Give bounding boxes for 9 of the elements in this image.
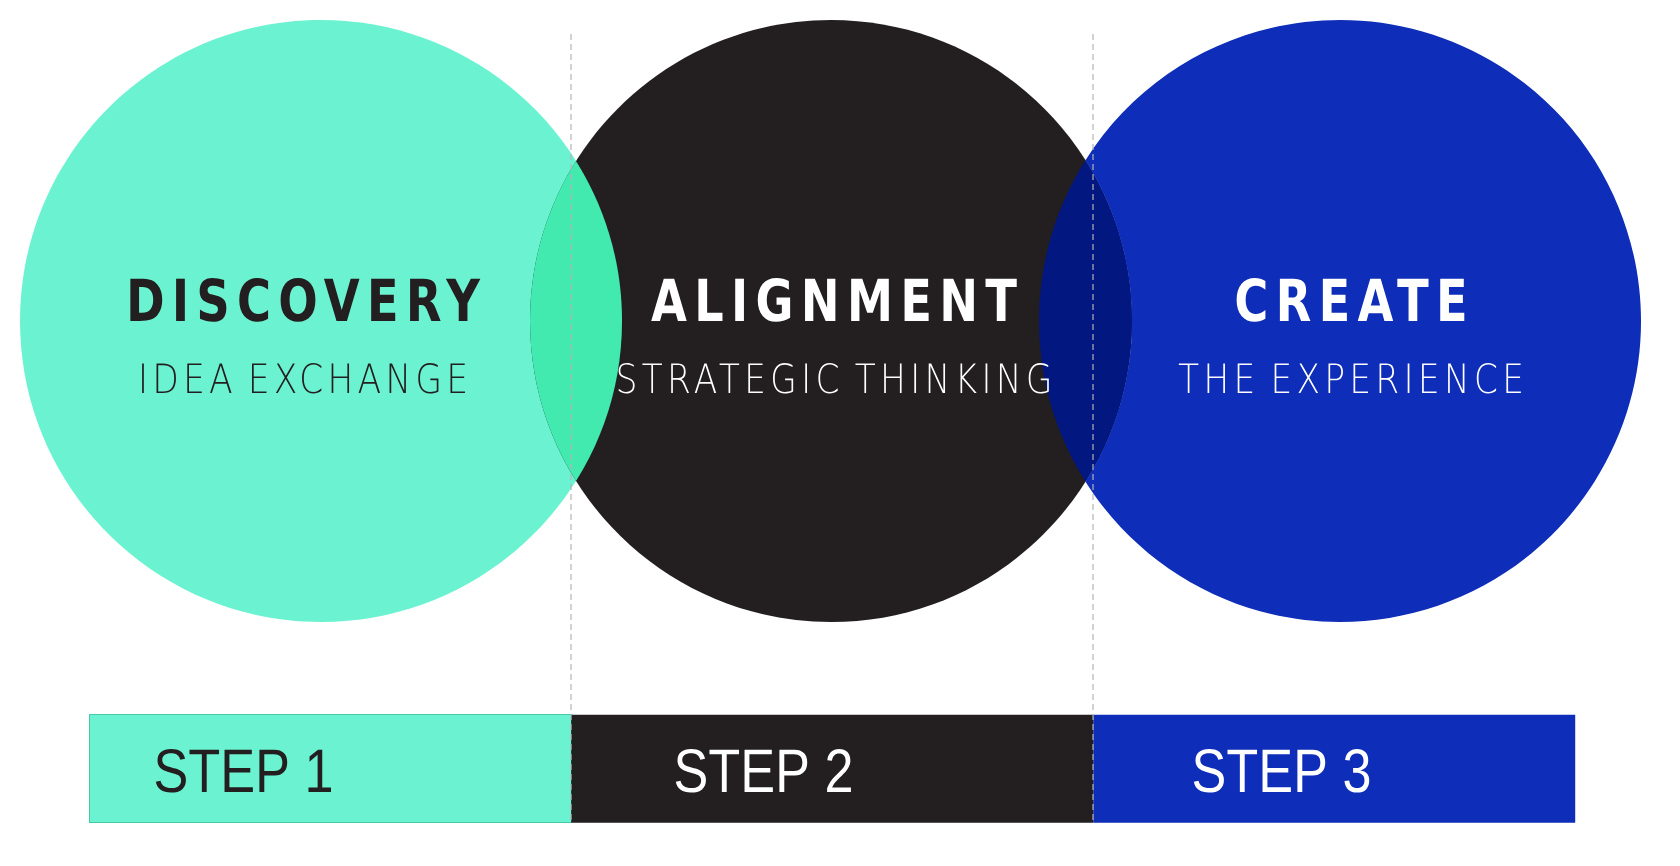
heading: CREATE [1236, 277, 1465, 322]
step-bar: STEP 2 [571, 714, 1094, 823]
subheading: THE EXPERIENCE [1178, 362, 1521, 394]
heading: ALIGNMENT [651, 277, 1017, 322]
subheading: IDEA EXCHANGE [142, 362, 465, 394]
subheading: STRATEGIC THINKING [618, 362, 1049, 394]
step-bar: STEP 3 [1093, 714, 1576, 823]
step-bar: STEP 1 [89, 714, 572, 823]
heading: DISCOVERY [130, 277, 481, 322]
